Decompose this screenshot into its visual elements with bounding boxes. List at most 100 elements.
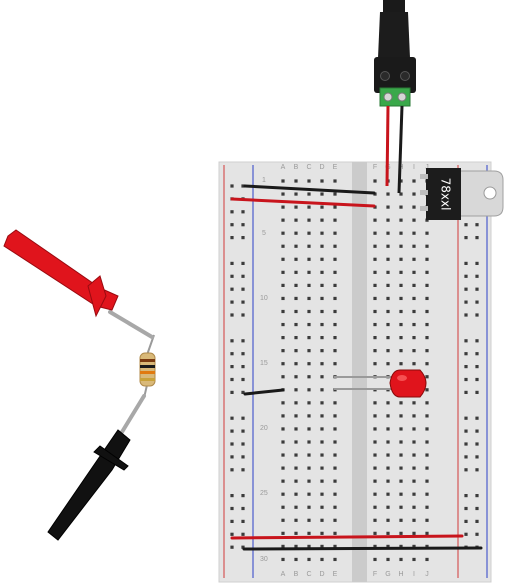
terminal-hole [307, 518, 311, 522]
terminal-hole [386, 401, 390, 405]
terminal-hole [425, 296, 429, 301]
terminal-hole [294, 375, 298, 379]
rail-hole [464, 519, 468, 523]
terminal-hole [307, 349, 311, 353]
terminal-hole [320, 388, 324, 392]
terminal-hole [333, 466, 337, 470]
terminal-hole [425, 414, 429, 418]
rail-hole [241, 468, 245, 472]
rail-hole [241, 377, 245, 382]
jack-black-lead [397, 105, 404, 194]
rail-hole [464, 468, 468, 472]
terminal-hole [333, 362, 337, 366]
terminal-hole [320, 309, 324, 314]
probe-red-tip [108, 310, 154, 339]
jack-screw-left [380, 71, 390, 81]
terminal-hole [386, 544, 390, 548]
rail-hole [241, 300, 245, 304]
rail-hole [464, 416, 468, 420]
terminal-hole [281, 322, 285, 327]
terminal-hole [294, 270, 298, 274]
rail-hole [464, 352, 468, 356]
rail-hole [241, 236, 245, 240]
terminal-hole [320, 362, 324, 366]
terminal-hole [412, 205, 416, 209]
terminal-hole [281, 505, 285, 509]
terminal-hole [294, 192, 298, 196]
terminal-hole [412, 401, 416, 405]
rail-hole [230, 494, 234, 498]
terminal-hole [307, 218, 311, 222]
rail-hole [475, 416, 479, 420]
rail-hole [464, 494, 468, 498]
terminal-hole [320, 427, 324, 431]
terminal-hole [412, 349, 416, 353]
terminal-hole [307, 544, 311, 548]
col-label-j-bottom: J [425, 571, 429, 578]
terminal-hole [412, 505, 416, 509]
col-label-e-top: E [333, 164, 338, 171]
terminal-hole [307, 453, 311, 457]
wire-black-bottom [242, 546, 483, 551]
rail-hole [475, 532, 479, 536]
terminal-hole [425, 518, 429, 522]
rail-hole [230, 532, 234, 536]
terminal-hole [294, 388, 298, 392]
terminal-hole [307, 440, 311, 444]
terminal-hole [281, 244, 285, 248]
terminal-hole [333, 401, 337, 405]
terminal-hole [373, 218, 377, 222]
terminal-hole [294, 466, 298, 470]
resistor-band-3 [140, 371, 155, 374]
terminal-hole [307, 492, 311, 496]
terminal-hole [281, 283, 285, 287]
terminal-hole [307, 296, 311, 301]
terminal-hole [333, 453, 337, 457]
terminal-hole [281, 349, 285, 353]
col-label-i-bottom: I [413, 571, 415, 578]
terminal-hole [412, 414, 416, 418]
terminal-hole [294, 440, 298, 444]
regulator-mount-hole [483, 186, 497, 200]
center-channel [352, 162, 367, 582]
terminal-hole [412, 453, 416, 457]
terminal-hole [412, 479, 416, 483]
terminal-hole [307, 322, 311, 327]
col-label-a-bottom: A [281, 571, 286, 578]
terminal-hole [294, 231, 298, 235]
terminal-hole [425, 270, 429, 274]
terminal-hole [399, 492, 403, 496]
terminal-hole [399, 179, 403, 183]
rail-hole [464, 223, 468, 227]
terminal-hole [412, 544, 416, 548]
terminal-hole [281, 362, 285, 366]
terminal-hole [386, 270, 390, 274]
terminal-hole [412, 257, 416, 261]
terminal-hole [281, 557, 285, 562]
terminal-hole [373, 179, 377, 183]
rail-hole [241, 274, 245, 278]
rail-hole [475, 339, 479, 343]
row-labels: 1 5 10 15 20 25 30 [260, 177, 268, 563]
col-label-e-bottom: E [333, 571, 338, 578]
terminal-hole [294, 205, 298, 209]
terminal-hole [425, 492, 429, 496]
rail-hole [230, 442, 234, 446]
terminal-hole [373, 270, 377, 274]
terminal-hole [294, 218, 298, 222]
terminal-hole [320, 192, 324, 196]
terminal-hole [333, 296, 337, 301]
terminal-hole [412, 518, 416, 522]
col-label-j-top: J [425, 164, 429, 171]
terminal-hole [373, 296, 377, 301]
jack-cable [383, 0, 405, 14]
terminal-hole [281, 205, 285, 209]
rail-hole [475, 274, 479, 278]
jack-red-lead [385, 105, 390, 187]
terminal-hole [399, 218, 403, 222]
rail-hole [241, 442, 245, 446]
terminal-hole [307, 270, 311, 274]
col-label-h-bottom: H [398, 571, 403, 578]
regulator-marking: 78xxl [439, 178, 453, 211]
rail-hole [241, 506, 245, 511]
